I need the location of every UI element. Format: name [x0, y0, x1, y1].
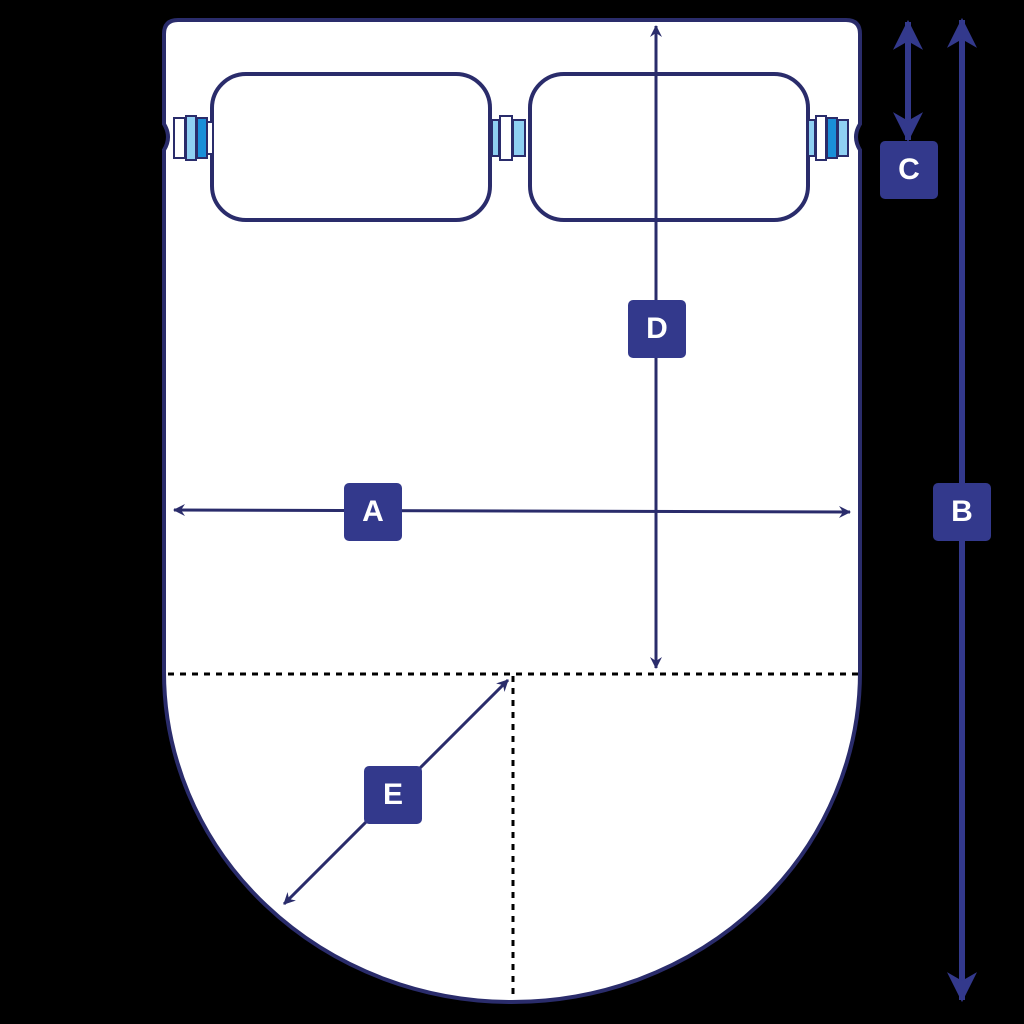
dimension-arrow-a — [173, 504, 851, 518]
dimension-label-c: C — [880, 141, 938, 199]
connector-clip-right — [807, 115, 849, 161]
dimension-label-b: B — [933, 483, 991, 541]
dimension-label-a: A — [344, 483, 402, 541]
pillow-left — [210, 72, 492, 222]
pillow-right — [528, 72, 810, 222]
connector-clip-middle — [491, 115, 526, 161]
dimension-label-d: D — [628, 300, 686, 358]
dimension-label-e: E — [364, 766, 422, 824]
connector-clip-left — [173, 115, 214, 161]
